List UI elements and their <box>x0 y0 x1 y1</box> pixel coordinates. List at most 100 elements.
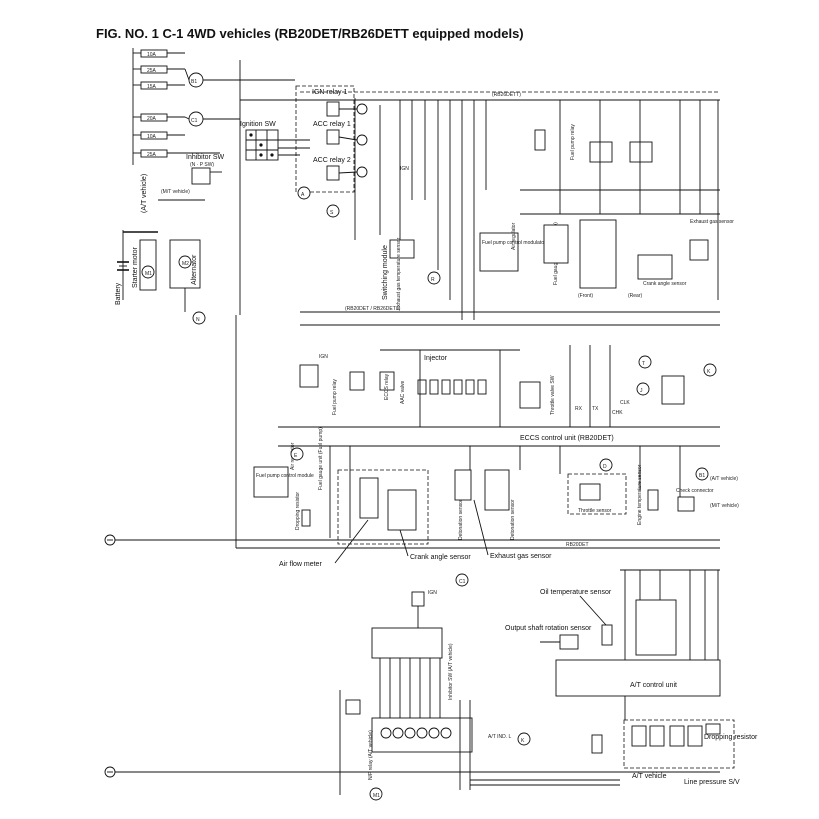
ign-label-bottom: IGN <box>428 590 437 596</box>
at-ind-label: A/T IND. L <box>488 734 511 740</box>
fuse-3: 15A <box>133 81 185 90</box>
alternator: M2 Alternator N <box>169 239 206 325</box>
engine-temp-sensor-label: Engine temperature sensor <box>637 464 643 525</box>
fuel-pump-relay-mid-label: Fuel pump relay <box>332 379 338 415</box>
eccs-callouts: Air flow meter Crank angle sensor Exhaus… <box>279 499 552 568</box>
at-control-unit-label: A/T control unit <box>630 682 677 689</box>
front-label: (Front) <box>578 293 593 299</box>
eccs-marker-k: K <box>707 369 711 375</box>
inhibitor-pos-label: (N · P SW) <box>190 162 214 168</box>
alternator-ground-marker: N <box>196 317 200 323</box>
fuel-pump-modulator-label: Fuel pump control modulator <box>482 240 546 246</box>
eccs-marker-e: E <box>294 453 298 459</box>
eccs-marker-b1: B1 <box>699 473 705 479</box>
fuse-3-rating: 15A <box>147 84 157 90</box>
at-section: C1 IGN Oil temperature sensor Output sha… <box>339 569 758 795</box>
alternator-marker: M2 <box>182 261 189 267</box>
dropping-resistor-label: Dropping resistor <box>704 734 758 741</box>
inhibitor-sw-bottom-label: Inhibitor SW (A/T vehicle) <box>448 643 454 700</box>
fuse-6: 25A <box>133 149 220 158</box>
ign-label-top: IGN <box>400 166 409 172</box>
fuse-4-rating: 20A <box>147 116 157 122</box>
alternator-label: Alternator <box>191 254 198 285</box>
fuse-6-rating: 25A <box>147 152 157 158</box>
fuse-5-rating: 10A <box>147 134 157 140</box>
inhibitor-switch-top: Inhibitor SW (N · P SW) (M/T vehicle) <box>158 154 225 201</box>
ign-relay1-label: IGN relay 1 <box>312 89 348 96</box>
connector-c1: C1 <box>184 111 240 127</box>
fuel-gauge-unit-mid-label: Fuel gauge unit (Fuel pump) <box>318 427 324 490</box>
check-connector-label: Check connector <box>676 488 714 494</box>
mt-vehicle-label: (M/T vehicle) <box>161 189 190 195</box>
fuel-pump-control-module-label: Fuel pump control module <box>256 473 314 479</box>
connector-c1-label: C1 <box>191 118 198 124</box>
connector-b1: B1 <box>184 68 295 88</box>
injector-label: Injector <box>424 355 448 362</box>
exhaust-gas-sensor-top-label: Exhaust gas sensor <box>690 219 734 225</box>
harness-rb-label: (RB20DET / RB26DETT) <box>345 306 401 312</box>
starter-marker: M1 <box>145 271 152 277</box>
oil-temp-sensor-label: Oil temperature sensor <box>540 589 612 596</box>
top-harness: (RB26DETT) (RB20DET / RB26DETT) <box>239 60 720 326</box>
switching-ground-marker: R <box>431 277 435 283</box>
battery: Battery <box>115 230 129 305</box>
switching-module-label: Switching module <box>382 245 389 300</box>
relay-ground-marker-2: S <box>330 210 334 216</box>
fuel-pump-modulator-top: Fuel pump control modulator Air regulato… <box>479 100 734 300</box>
detonation-sensor2-label: Detonation sensor <box>510 499 516 540</box>
rear-label: (Rear) <box>628 293 643 299</box>
inhibitor-contacts <box>379 658 441 720</box>
mt-vehicle-right-label: (M/T vehicle) <box>710 503 739 509</box>
crank-angle-sensor-label: Crank angle sensor <box>410 554 471 561</box>
relay-block-top: IGN relay 1 ACC relay 1 ACC relay 2 A S <box>295 85 368 218</box>
air-flow-meter-label: Air flow meter <box>279 561 322 568</box>
exhaust-gas-sensor-label: Exhaust gas sensor <box>490 553 552 560</box>
rx-label: RX <box>575 406 583 412</box>
fuel-pump-relay-top-label: Fuel pump relay <box>570 124 576 160</box>
tx-label: TX <box>592 406 599 412</box>
at-marker-k: K <box>521 738 525 744</box>
aac-valve-label: AAC valve <box>400 380 406 404</box>
starter-motor: M1 Starter motor <box>123 231 158 291</box>
fuse-2: 25A <box>133 65 185 74</box>
acc-relay1-label: ACC relay 1 <box>313 121 351 128</box>
connector-b1-label: B1 <box>191 79 197 85</box>
crank-angle-sensor-top-label: Crank angle sensor <box>643 281 687 287</box>
acc-relay2-label: ACC relay 2 <box>313 157 351 164</box>
eccs-marker-d: D <box>603 464 607 470</box>
at-vehicle-label: (A/T vehicle) <box>141 174 148 213</box>
rb20det-line-label: RB20DET <box>566 542 589 548</box>
ground-bus-1: RB20DET <box>104 534 720 549</box>
inhibitor-sw-label: Inhibitor SW <box>186 154 225 161</box>
eccs-section: ECCS control unit (RB20DET) IGN Fuel pum… <box>235 315 739 548</box>
chk-label: CHK <box>612 410 623 416</box>
at-vehicle-right-label: (A/T vehicle) <box>710 476 738 482</box>
fuse-4: 20A <box>133 113 185 122</box>
fuse-1-rating: 10A <box>147 52 157 58</box>
fuse-2-rating: 25A <box>147 68 157 74</box>
line-pressure-label: Line pressure S/V <box>684 779 740 786</box>
dropping-resistor-mid-label: Dropping resistor <box>295 492 301 530</box>
air-regulator-label: Air regulator <box>511 222 517 250</box>
at-vehicle-bottom-label: A/T vehicle <box>632 773 667 780</box>
throttle-sensor-label: Throttle sensor <box>578 508 612 514</box>
at-ground-marker: M1 <box>373 793 380 799</box>
ign-label-mid: IGN <box>319 354 328 360</box>
rb26dett-top-label: (RB26DETT) <box>492 92 521 98</box>
ignition-sw-label: Ignition SW <box>240 121 276 128</box>
np-relay-label: N/P relay (A/T vehicle) <box>368 730 374 780</box>
eccs-marker-j: J <box>640 388 643 394</box>
ground-bus-2: M1 <box>104 766 720 801</box>
output-shaft-sensor-label: Output shaft rotation sensor <box>505 625 592 632</box>
fuse-block: 10A 25A 15A 20A 10A 25A <box>132 48 220 165</box>
eccs-marker-t: T <box>642 361 645 367</box>
switching-module: Switching module Exhaust gas temperature… <box>382 166 441 310</box>
detonation-sensor1-label: Detonation sensor <box>458 499 464 540</box>
exhaust-temp-sensor-label: Exhaust gas temperature sensor <box>396 237 402 310</box>
fuse-5: 10A <box>133 131 185 140</box>
clk-label: CLK <box>620 400 630 406</box>
injector-row <box>417 379 487 395</box>
ignition-switch: Ignition SW <box>240 121 310 161</box>
eccs-relay-label: ECCS relay <box>384 373 390 400</box>
